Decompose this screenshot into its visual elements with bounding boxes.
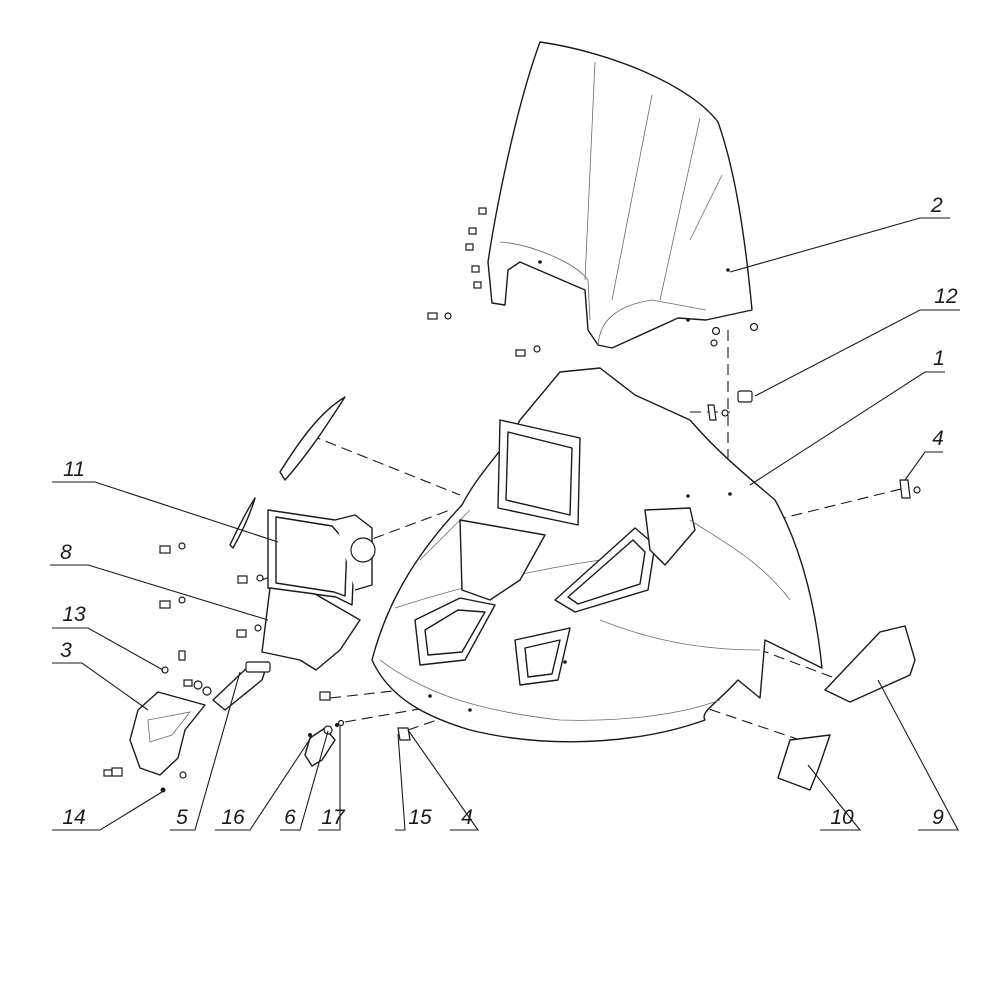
headlight-part bbox=[159, 396, 376, 671]
callout-8: 8 bbox=[60, 541, 72, 564]
callout-12: 12 bbox=[934, 285, 958, 308]
callout-6: 6 bbox=[284, 806, 296, 829]
windshield-fasteners bbox=[427, 207, 759, 357]
callout-9: 9 bbox=[932, 806, 944, 829]
callout-11: 11 bbox=[63, 458, 85, 481]
hood-clips bbox=[319, 390, 921, 741]
callout-17: 17 bbox=[321, 806, 346, 829]
windshield-part bbox=[487, 41, 753, 349]
callout-16: 16 bbox=[221, 806, 245, 829]
callout-labels: 2 12 1 4 11 8 13 3 14 5 16 6 17 15 4 10 … bbox=[60, 194, 958, 829]
callout-4-right: 4 bbox=[932, 427, 944, 450]
leader-lines bbox=[50, 217, 960, 831]
hood-fairing-part bbox=[371, 367, 823, 743]
latch-assembly bbox=[304, 723, 339, 767]
callout-1: 1 bbox=[933, 347, 945, 370]
callout-5: 5 bbox=[176, 806, 188, 829]
bracket-assembly bbox=[103, 650, 271, 793]
callout-2: 2 bbox=[930, 194, 943, 217]
callout-15: 15 bbox=[408, 806, 432, 829]
callout-13: 13 bbox=[62, 603, 86, 626]
pad-parts bbox=[777, 625, 916, 791]
callout-4-bottom: 4 bbox=[461, 806, 473, 829]
callout-10: 10 bbox=[830, 806, 854, 829]
callout-3: 3 bbox=[60, 639, 72, 662]
callout-14: 14 bbox=[62, 806, 85, 829]
